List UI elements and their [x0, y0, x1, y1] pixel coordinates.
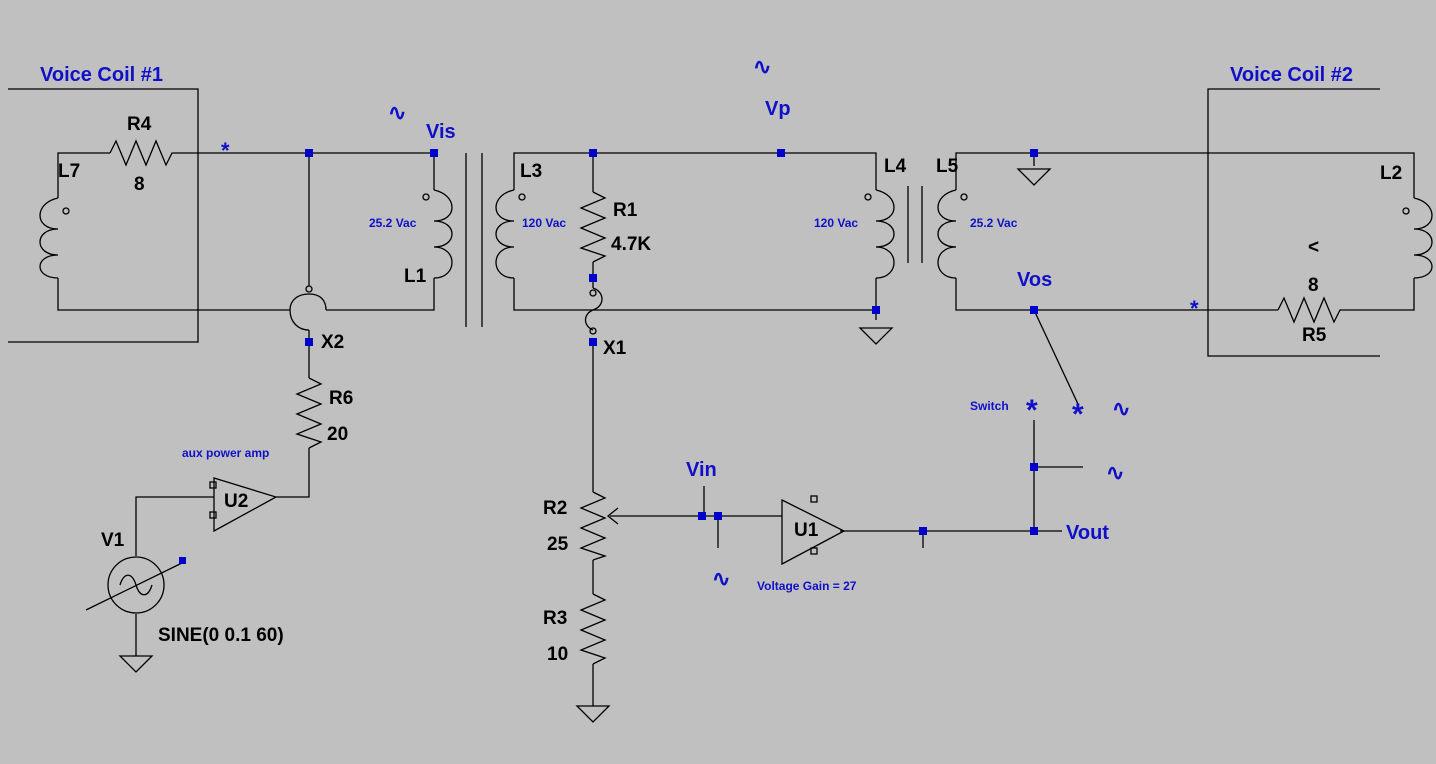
- net-label-vout: Vout: [1066, 522, 1109, 544]
- l5-value: 25.2 Vac: [970, 216, 1018, 230]
- sine-marker-vis: ∿: [388, 100, 406, 125]
- ground-l4: [858, 327, 894, 345]
- voice-coil-2-label: Voice Coil #2: [1230, 64, 1353, 86]
- crossover-x1[interactable]: [584, 287, 603, 335]
- ground-v1: [118, 655, 154, 673]
- star-marker-left: *: [221, 138, 230, 163]
- sine-marker-vin: ∿: [712, 566, 730, 591]
- crossover-x2[interactable]: [289, 285, 327, 331]
- voltage-gain-label: Voltage Gain = 27: [757, 579, 857, 593]
- resistor-r3[interactable]: [579, 593, 607, 665]
- opamp-u1[interactable]: [781, 495, 846, 566]
- r2-name: R2: [543, 498, 567, 519]
- r1-value: 4.7K: [611, 234, 651, 255]
- u2-name: U2: [224, 491, 248, 512]
- transformer-core-left: [465, 153, 483, 327]
- lower-middle-wires: [592, 420, 1083, 706]
- l1-name: L1: [404, 266, 427, 287]
- v1-value: SINE(0 0.1 60): [158, 625, 284, 646]
- r1-name: R1: [613, 200, 638, 221]
- star-marker-right: *: [1190, 296, 1199, 321]
- resistor-r4[interactable]: [109, 139, 176, 167]
- r6-value: 20: [327, 424, 348, 445]
- net-label-vin: Vin: [686, 459, 717, 481]
- inductor-l4[interactable]: [864, 189, 895, 279]
- sine-marker-switch: ∿: [1112, 396, 1130, 421]
- x1-name: X1: [603, 338, 627, 359]
- resistor-r5[interactable]: [1277, 296, 1346, 324]
- x2-name: X2: [321, 332, 344, 353]
- resistor-r1[interactable]: [579, 191, 607, 263]
- r5-name: R5: [1302, 325, 1327, 346]
- l2-name: L2: [1380, 163, 1402, 184]
- u1-name: U1: [794, 520, 819, 541]
- switch-label: Switch: [970, 399, 1009, 413]
- v1-name: V1: [101, 530, 125, 551]
- transformer-core-right: [907, 186, 923, 263]
- opamp-u2[interactable]: [209, 477, 278, 533]
- l4-name: L4: [884, 156, 907, 177]
- l5-name: L5: [936, 156, 959, 177]
- right-wires: [955, 152, 1415, 311]
- sine-marker-vout: ∿: [1106, 460, 1124, 485]
- ground-l5: [1016, 168, 1052, 186]
- r3-value: 10: [547, 644, 568, 665]
- inductor-l7[interactable]: [39, 197, 70, 279]
- aux-power-amp-label: aux power amp: [182, 446, 269, 460]
- node-markers: [305, 149, 1038, 535]
- voice-coil-1-label: Voice Coil #1: [40, 64, 163, 86]
- left-loop-wires: [57, 152, 435, 342]
- ground-r3: [575, 705, 611, 723]
- r6-name: R6: [329, 388, 353, 409]
- switch-wire[interactable]: [1033, 309, 1079, 405]
- sine-marker-vp: ∿: [753, 54, 771, 79]
- voice-coil-1-box: [8, 88, 199, 343]
- r5-marker: <: [1308, 237, 1319, 258]
- star-marker-switch-right: *: [1072, 398, 1084, 431]
- voltage-source-v1[interactable]: [85, 556, 186, 614]
- l3-value: 120 Vac: [522, 216, 566, 230]
- lower-left-wires: [135, 342, 310, 656]
- l3-name: L3: [520, 161, 542, 182]
- inductor-l3[interactable]: [495, 189, 526, 279]
- resistor-r6[interactable]: [295, 377, 323, 449]
- l7-name: L7: [58, 161, 80, 182]
- net-label-vis: Vis: [426, 121, 456, 143]
- l4-value: 120 Vac: [814, 216, 858, 230]
- middle-wires: [513, 152, 877, 486]
- l1-value: 25.2 Vac: [369, 216, 417, 230]
- inductor-l2[interactable]: [1402, 197, 1433, 279]
- star-marker-switch-left: *: [1026, 394, 1038, 427]
- inductor-l5[interactable]: [937, 189, 968, 279]
- r4-value: 8: [134, 174, 145, 195]
- r2-value: 25: [547, 534, 569, 555]
- r5-value: 8: [1308, 275, 1319, 296]
- net-label-vos: Vos: [1017, 269, 1052, 291]
- r3-name: R3: [543, 608, 567, 629]
- voice-coil-2-box: [1207, 88, 1380, 357]
- potentiometer-r2[interactable]: [579, 491, 619, 561]
- inductor-l1[interactable]: [422, 189, 453, 279]
- r4-name: R4: [127, 114, 152, 135]
- net-label-vp: Vp: [765, 98, 791, 120]
